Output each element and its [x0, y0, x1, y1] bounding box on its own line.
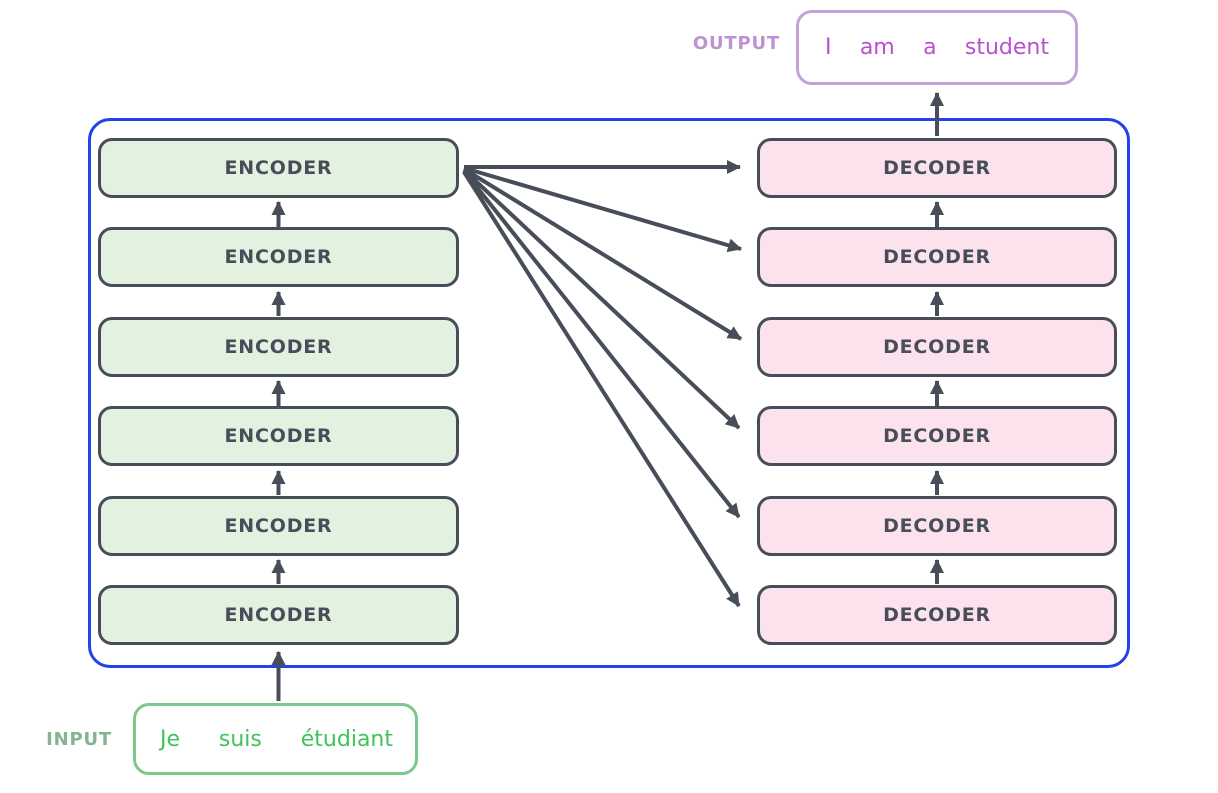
output-word: a — [923, 35, 937, 60]
decoder-block-4: DECODER — [757, 317, 1117, 377]
input-label: INPUT — [46, 729, 112, 750]
decoder-block-2: DECODER — [757, 496, 1117, 556]
input-word: suis — [218, 726, 262, 752]
encoder-block-3: ENCODER — [98, 406, 459, 466]
output-word: student — [964, 35, 1049, 60]
output-word: I — [825, 35, 832, 60]
input-word: étudiant — [300, 726, 393, 752]
encoder-block-5: ENCODER — [98, 227, 459, 287]
output-sentence-box: I am a student — [796, 10, 1078, 85]
decoder-block-6: DECODER — [757, 138, 1117, 198]
output-label: OUTPUT — [692, 33, 780, 54]
decoder-block-5: DECODER — [757, 227, 1117, 287]
encoder-decoder-container — [88, 118, 1130, 668]
output-word: am — [859, 35, 895, 60]
encoder-block-1: ENCODER — [98, 585, 459, 645]
encoder-block-6: ENCODER — [98, 138, 459, 198]
decoder-block-3: DECODER — [757, 406, 1117, 466]
encoder-block-2: ENCODER — [98, 496, 459, 556]
encoder-block-4: ENCODER — [98, 317, 459, 377]
input-word: Je — [160, 726, 181, 752]
decoder-block-1: DECODER — [757, 585, 1117, 645]
input-sentence-box: Je suis étudiant — [133, 703, 418, 775]
